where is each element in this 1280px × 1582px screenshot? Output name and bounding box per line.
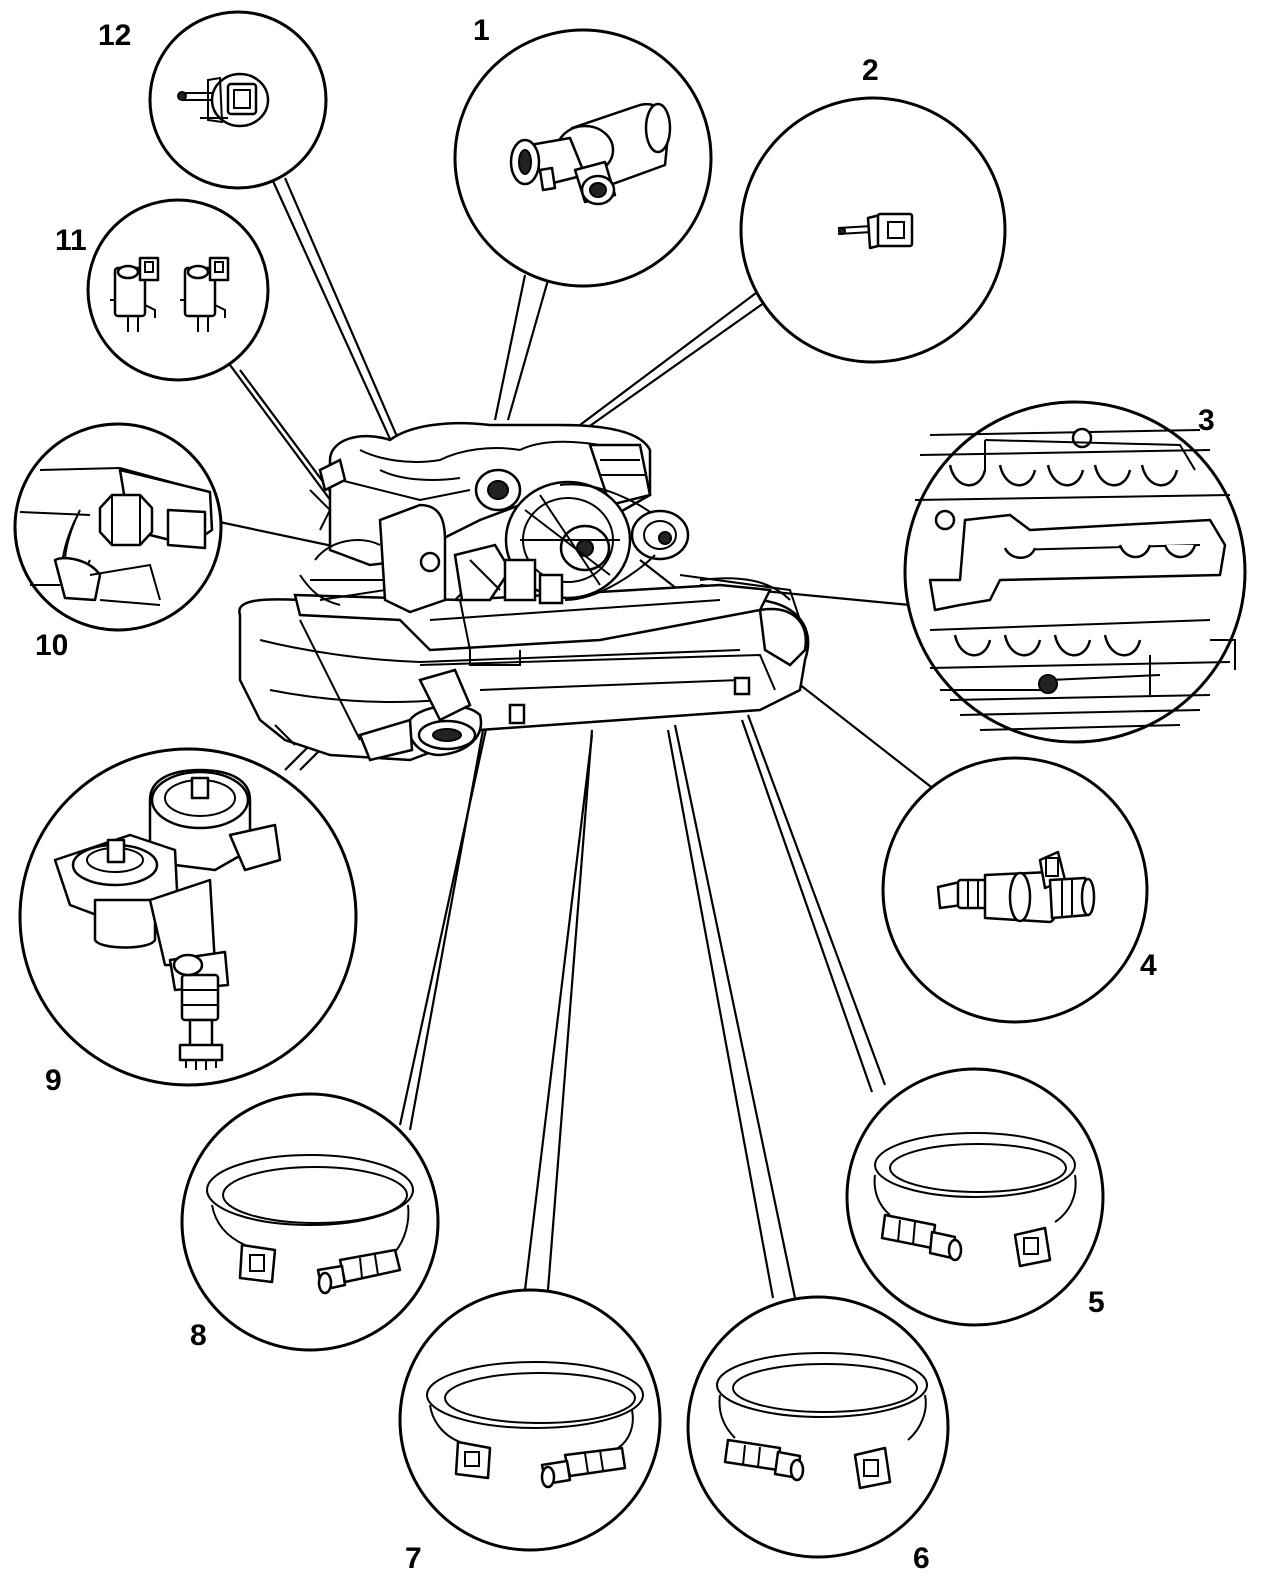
callout-circle-4 (881, 756, 1149, 1024)
leader-5b (740, 719, 874, 1093)
callout-circle-10 (13, 422, 223, 632)
callout-label-8: 8 (190, 1319, 207, 1352)
leader-12 (266, 169, 397, 451)
callout-label-1: 1 (473, 14, 490, 47)
oxygen-sensor-8-part (206, 1154, 414, 1295)
oxygen-sensor-5-part (873, 1132, 1077, 1268)
callout-circle-1 (453, 28, 713, 288)
leader-6 (673, 724, 797, 1299)
temperature-sensor-part (837, 212, 914, 250)
callout-label-5: 5 (1088, 1286, 1105, 1319)
callout-label-10: 10 (35, 629, 68, 662)
callout-circle-8 (180, 1092, 440, 1352)
callout-label-11: 11 (55, 224, 87, 257)
left-shroud (378, 503, 447, 614)
leader-8b (408, 729, 485, 1131)
idle-air-valve-part (509, 102, 672, 206)
sensor-closeup-part (19, 466, 214, 606)
leader-6b (666, 729, 775, 1299)
leader-1b (493, 274, 527, 421)
callout-label-12: 12 (98, 19, 131, 52)
callout-labels: 1 2 3 4 5 6 7 8 9 10 11 12 (35, 14, 1215, 1575)
thermo-switch-part (177, 72, 270, 128)
fuel-injector-part (936, 850, 1096, 924)
distributor-part (53, 768, 282, 1070)
callout-label-6: 6 (913, 1542, 930, 1575)
oxygen-sensor-7-part (426, 1361, 644, 1489)
leader-2b (559, 289, 761, 441)
leader-7b (523, 734, 594, 1291)
callout-circle-11 (86, 198, 270, 382)
solenoid-valves-part (110, 256, 230, 332)
leader-12b (283, 177, 407, 456)
callout-circle-6 (686, 1295, 950, 1559)
callout-circle-12 (148, 10, 328, 190)
callout-circle-9 (18, 747, 358, 1087)
callout-circle-2 (739, 96, 1007, 364)
engine-illustration (238, 421, 810, 762)
callout-label-3: 3 (1198, 404, 1215, 437)
oxygen-sensor-6-part (716, 1352, 928, 1490)
callout-label-4: 4 (1140, 949, 1157, 982)
leader-5 (746, 714, 887, 1086)
leader-7 (546, 729, 594, 1291)
callout-circle-7 (398, 1288, 662, 1552)
callout-label-9: 9 (45, 1064, 62, 1097)
leader-1 (506, 279, 550, 421)
callout-label-7: 7 (405, 1542, 422, 1575)
fuel-rail-part (914, 427, 1236, 731)
callout-label-2: 2 (862, 54, 879, 87)
leader-2 (569, 299, 769, 441)
callout-circle-5 (845, 1067, 1105, 1327)
callout-circle-3 (903, 400, 1247, 744)
